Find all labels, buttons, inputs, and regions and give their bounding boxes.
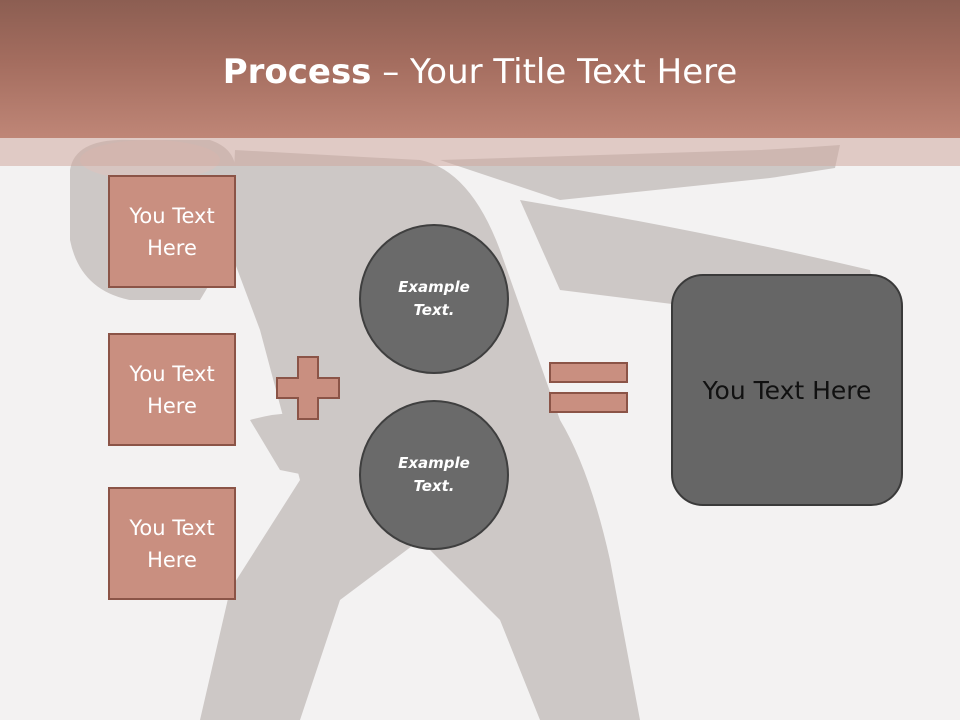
title-bold: Process <box>222 52 372 92</box>
equals-icon-top-bar <box>549 362 628 383</box>
input-box-3: You Text Here <box>108 487 236 600</box>
result-label: You Text Here <box>702 375 872 405</box>
input-box-label: You Text Here <box>129 361 215 418</box>
example-circle-label: Example Text. <box>398 278 470 319</box>
input-box-label: You Text Here <box>129 515 215 572</box>
slide-title: Process – Your Title Text Here <box>0 52 960 92</box>
equals-icon-bottom-bar <box>549 392 628 413</box>
result-box: You Text Here <box>671 274 903 506</box>
input-box-2: You Text Here <box>108 333 236 446</box>
title-rest: – Your Title Text Here <box>371 52 738 92</box>
example-circle-2: Example Text. <box>359 400 509 550</box>
example-circle-label: Example Text. <box>398 454 470 495</box>
input-box-label: You Text Here <box>129 203 215 260</box>
input-box-1: You Text Here <box>108 175 236 288</box>
title-band <box>0 0 960 138</box>
title-strip <box>0 138 960 166</box>
plus-icon <box>276 356 340 420</box>
example-circle-1: Example Text. <box>359 224 509 374</box>
